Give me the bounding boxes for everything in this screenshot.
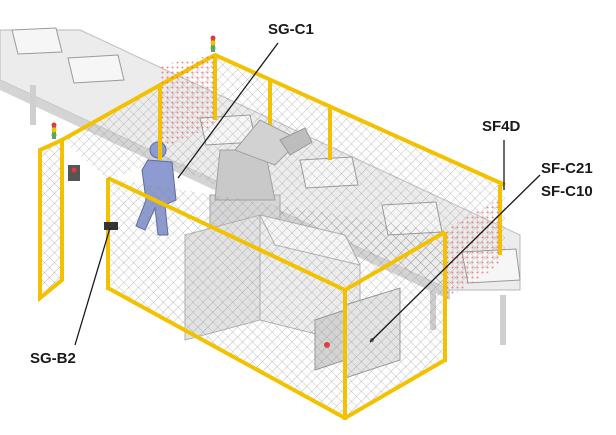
light-curtains (51, 35, 500, 300)
label-sf-c21: SF-C21 (541, 160, 593, 177)
front-fence (106, 176, 447, 421)
label-sf4d: SF4D (482, 118, 521, 135)
label-sf-c10: SF-C10 (541, 183, 593, 200)
access-door (38, 81, 162, 303)
label-sg-c1: SG-C1 (268, 21, 314, 38)
leader-lines (74, 42, 541, 346)
door-sensor (104, 222, 118, 230)
label-sg-b2: SG-B2 (30, 350, 76, 367)
